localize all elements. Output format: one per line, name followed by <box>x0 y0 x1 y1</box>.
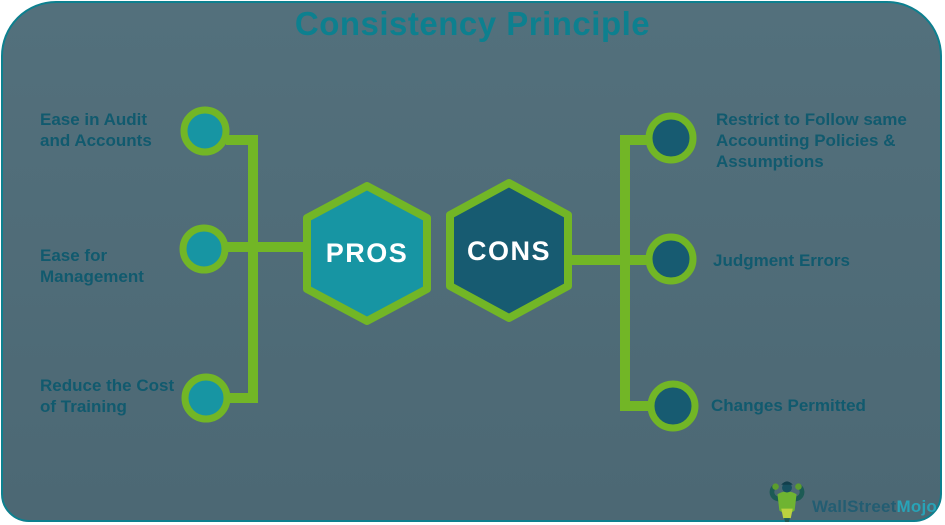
pros-connector-spine <box>226 135 258 403</box>
pros-item-label-2: Ease for Management <box>40 246 144 286</box>
cons-node-circle-1 <box>645 112 697 164</box>
cons-item-label-1: Restrict to Follow same Accounting Polic… <box>716 110 907 171</box>
cons-item-label-3: Changes Permitted <box>711 396 866 415</box>
page-title: Consistency Principle <box>294 5 651 42</box>
pros-hexagon-label: PROS <box>325 238 409 268</box>
wallstreetmojo-logo: WallStreetMojo <box>766 478 937 522</box>
cons-item-label-2: Judgment Errors <box>713 251 850 270</box>
wallstreetmojo-wordmark: WallStreetMojo <box>812 497 937 517</box>
pros-hexagon <box>303 182 431 325</box>
pros-item-label-1: Ease in Audit and Accounts <box>40 110 152 150</box>
pros-node-circle-2 <box>179 224 229 274</box>
pros-node-circle-1 <box>180 106 230 156</box>
logo-text-wallstreet: WallStreet <box>812 497 897 516</box>
cons-node-circle-2 <box>645 233 697 285</box>
cons-connector-spine <box>620 135 650 411</box>
logo-text-mojo: Mojo <box>896 497 937 516</box>
wallstreetmojo-mascot-icon <box>769 481 805 522</box>
pros-node-circle-3 <box>181 373 231 423</box>
pros-item-label-3: Reduce the Cost of Training <box>40 376 175 416</box>
cons-hexagon <box>446 179 572 322</box>
cons-hexagon-label: CONS <box>466 236 551 266</box>
cons-node-circle-3 <box>647 380 699 432</box>
